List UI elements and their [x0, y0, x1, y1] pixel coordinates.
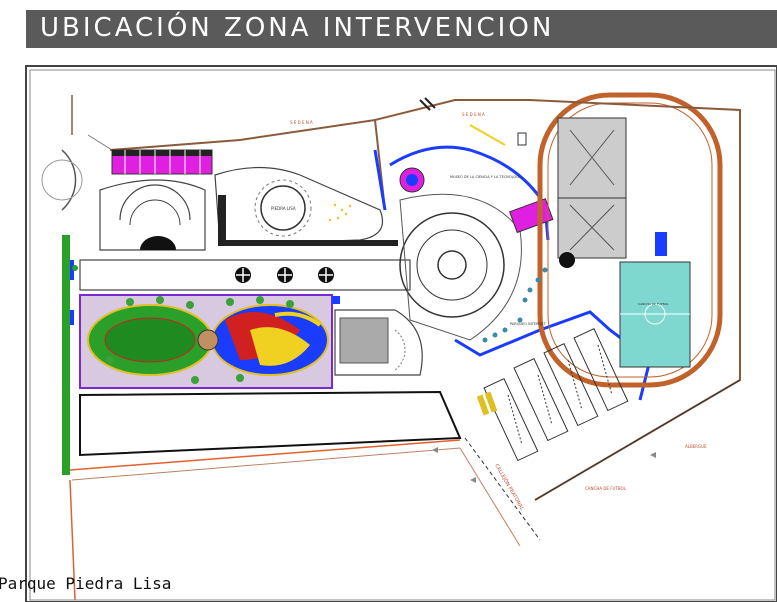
northern-boundary [109, 118, 386, 211]
blue-road-north [373, 145, 550, 241]
plan-frame [25, 65, 777, 602]
sedena-label-2: S E D E N A [462, 112, 485, 117]
cancha-label: CANCHA DE FUTBOL [585, 486, 627, 491]
left-green-strip [62, 235, 70, 475]
amphitheater-stage [140, 236, 176, 250]
title-bar: UBICACIÓN ZONA INTERVENCION [26, 10, 777, 48]
central-plaza [399, 212, 505, 318]
sedena-label-1: S E D E N A [290, 120, 313, 125]
albergue-label: ALBERGUE [685, 444, 707, 449]
park-center-circle [197, 329, 219, 351]
lower-building [79, 390, 462, 457]
callejon-label: CALLEJÓN PEATONAL [493, 463, 525, 512]
page-title: UBICACIÓN ZONA INTERVENCION [40, 13, 555, 43]
piedra-lisa-label: PIEDRA LISA [271, 206, 296, 211]
blue-bleacher [655, 232, 667, 256]
field-label: CANCHA DE FUTBOL [638, 302, 669, 306]
running-track [537, 92, 723, 388]
parqueo-label: PARQUEO INTERNET [510, 322, 546, 326]
church-building [339, 317, 389, 364]
caption: Parque Piedra Lisa [0, 574, 172, 593]
roundabout [61, 149, 77, 211]
museum-label: MUSEO DE LA CIENCIA Y LA TECNOLOGIA [450, 175, 523, 179]
main-avenue [79, 259, 411, 291]
parking-lot [483, 328, 629, 462]
black-road-strip [218, 240, 398, 246]
piedra-lisa-circle [260, 185, 306, 231]
